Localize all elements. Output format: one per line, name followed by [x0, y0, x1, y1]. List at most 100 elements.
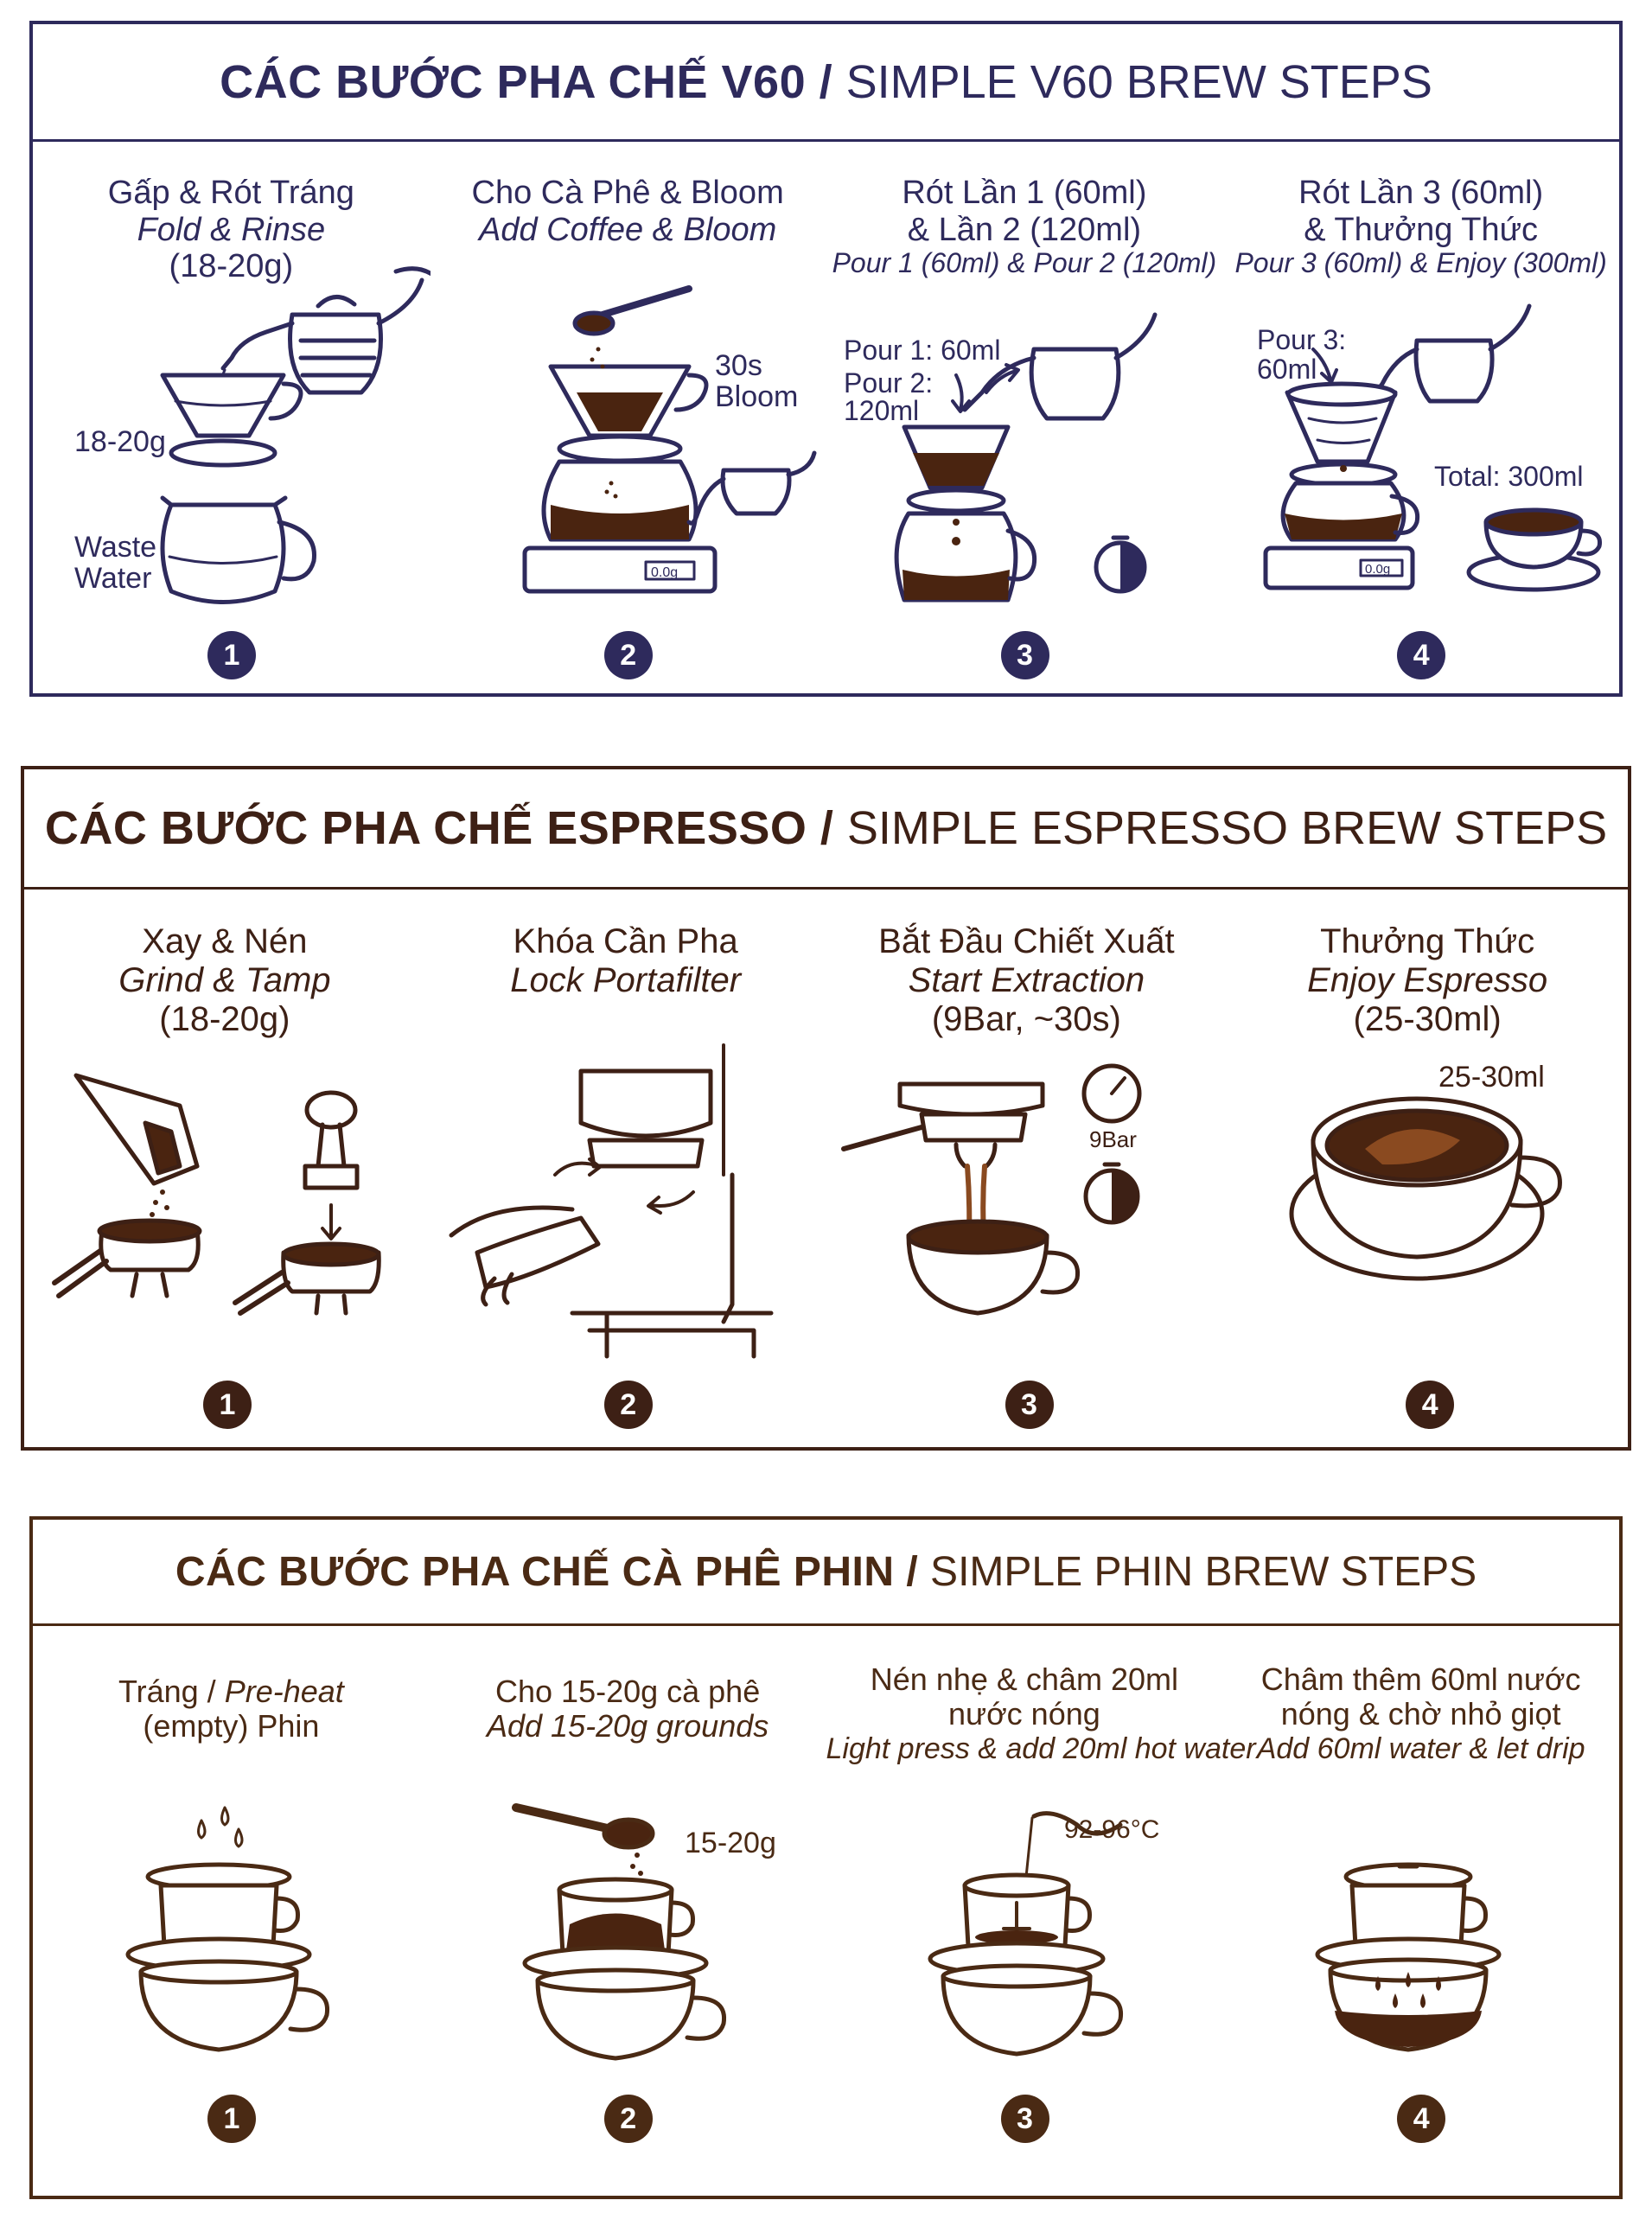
espresso-steps: Xay & Nén Grind & Tamp (18-20g) — [24, 890, 1628, 1447]
phin-step-1-vi-b: (empty) Phin — [143, 1708, 320, 1744]
phin-step-1-number: 1 — [207, 2095, 256, 2143]
phin-title-separator: / — [894, 1548, 931, 1595]
phin-step-3-vi-2: nước nóng — [947, 1696, 1100, 1732]
espresso-step-3: Bắt Đầu Chiết Xuất Start Extraction (9Ba… — [826, 890, 1228, 1447]
espresso-step-1: Xay & Nén Grind & Tamp (18-20g) — [24, 890, 425, 1447]
v60-pour3-label-1: Pour 3: — [1257, 324, 1346, 355]
phin-step-2-caption: Cho 15-20g cà phê Add 15-20g grounds — [430, 1674, 826, 1744]
phin-step-1-vi-a: Tráng / — [118, 1674, 225, 1709]
v60-dose-label: 18-20g — [74, 425, 166, 458]
espresso-step-2: Khóa Cần Pha Lock Portafilter — [425, 890, 826, 1447]
espresso-step-1-caption: Xay & Nén Grind & Tamp (18-20g) — [24, 922, 425, 1038]
v60-bloom-label: Bloom — [715, 380, 798, 413]
v60-step-3-caption: Rót Lần 1 (60ml) & Lần 2 (120ml) Pour 1 … — [826, 175, 1223, 279]
v60-step-1-extra: (18-20g) — [169, 248, 294, 285]
espresso-step-2-vi: Khóa Cần Pha — [513, 922, 738, 960]
v60-total-label: Total: 300ml — [1434, 461, 1584, 492]
espresso-step-4: Thưởng Thức Enjoy Espresso (25-30ml) 25-… — [1227, 890, 1628, 1447]
v60-title-separator: / — [806, 55, 846, 108]
phin-steps: Tráng / Pre-heat (empty) Phin — [33, 1626, 1619, 2196]
v60-step-2-number: 2 — [603, 631, 653, 679]
v60-step-3-vi-1: Rót Lần 1 (60ml) — [902, 175, 1147, 211]
v60-step-2-caption: Cho Cà Phê & Bloom Add Coffee & Bloom — [430, 175, 826, 248]
v60-step-4-vi-1: Rót Lần 3 (60ml) — [1298, 175, 1544, 211]
v60-step-3: Rót Lần 1 (60ml) & Lần 2 (120ml) Pour 1 … — [826, 142, 1223, 693]
espresso-step-4-number: 4 — [1406, 1381, 1455, 1429]
v60-step-2-en: Add Coffee & Bloom — [478, 211, 777, 248]
v60-fold-rinse-illustration: 18-20g Waste Water — [74, 266, 431, 604]
phin-step-3-number: 3 — [1000, 2095, 1049, 2143]
v60-enjoy-illustration: Pour 3: 60ml Total: 300ml 0.0g — [1257, 303, 1603, 592]
phin-step-3-vi-1: Nén nhẹ & châm 20ml — [870, 1661, 1178, 1697]
espresso-extraction-illustration: 9Bar — [840, 1063, 1141, 1316]
phin-panel: CÁC BƯỚC PHA CHẾ CÀ PHÊ PHIN / SIMPLE PH… — [29, 1516, 1623, 2199]
phin-header: CÁC BƯỚC PHA CHẾ CÀ PHÊ PHIN / SIMPLE PH… — [33, 1520, 1619, 1626]
v60-bloom-illustration: 30s Bloom 0.0g — [522, 285, 817, 594]
v60-pour2-label-1: Pour 2: — [844, 367, 933, 399]
v60-step-4: Rót Lần 3 (60ml) & Thưởng Thức Pour 3 (6… — [1222, 142, 1619, 693]
phin-step-3-en: Light press & add 20ml hot water — [826, 1731, 1256, 1765]
phin-step-4-vi-1: Châm thêm 60ml nước — [1260, 1661, 1581, 1697]
espresso-step-3-en: Start Extraction — [908, 960, 1145, 999]
phin-title-light: SIMPLE PHIN BREW STEPS — [930, 1548, 1477, 1595]
phin-step-4-number: 4 — [1397, 2095, 1446, 2143]
v60-pour-illustration: Pour 1: 60ml Pour 2: 120ml — [844, 312, 1157, 603]
espresso-step-3-caption: Bắt Đầu Chiết Xuất Start Extraction (9Ba… — [826, 922, 1228, 1038]
espresso-header: CÁC BƯỚC PHA CHẾ ESPRESSO / SIMPLE ESPRE… — [24, 769, 1628, 890]
espresso-step-2-number: 2 — [603, 1381, 653, 1429]
espresso-step-4-caption: Thưởng Thức Enjoy Espresso (25-30ml) — [1227, 922, 1628, 1038]
espresso-step-3-extra: (9Bar, ~30s) — [931, 999, 1121, 1038]
v60-step-3-vi-2: & Lần 2 (120ml) — [907, 211, 1142, 248]
v60-step-1-caption: Gấp & Rót Tráng Fold & Rinse (18-20g) — [33, 175, 430, 285]
phin-step-2-vi: Cho 15-20g cà phê — [495, 1674, 761, 1709]
espresso-lock-portafilter-illustration — [449, 1043, 774, 1359]
v60-header: CÁC BƯỚC PHA CHẾ V60 / SIMPLE V60 BREW S… — [33, 24, 1619, 142]
espresso-step-3-vi: Bắt Đầu Chiết Xuất — [878, 922, 1175, 960]
v60-step-1: Gấp & Rót Tráng Fold & Rinse (18-20g) — [33, 142, 431, 693]
phin-step-4-vi-2: nóng & chờ nhỏ giọt — [1280, 1696, 1561, 1732]
espresso-step-1-vi: Xay & Nén — [142, 922, 308, 960]
espresso-title-separator: / — [807, 802, 847, 854]
v60-pour3-label-2: 60ml — [1257, 354, 1317, 385]
espresso-step-4-extra: (25-30ml) — [1353, 999, 1502, 1038]
phin-step-3: Nén nhẹ & châm 20ml nước nóng Light pres… — [826, 1626, 1256, 2196]
v60-scale-readout-2: 0.0g — [1365, 562, 1390, 577]
v60-bloom-time: 30s — [715, 349, 762, 382]
v60-step-1-number: 1 — [207, 631, 256, 679]
v60-step-4-caption: Rót Lần 3 (60ml) & Thưởng Thức Pour 3 (6… — [1222, 175, 1619, 279]
v60-step-4-number: 4 — [1397, 631, 1446, 679]
phin-add-grounds-illustration: 15-20g — [511, 1803, 776, 2061]
phin-step-4: Châm thêm 60ml nước nóng & chờ nhỏ giọt … — [1222, 1626, 1619, 2196]
v60-step-1-en: Fold & Rinse — [137, 211, 326, 248]
v60-pour2-label-2: 120ml — [844, 395, 919, 426]
espresso-step-1-extra: (18-20g) — [159, 999, 290, 1038]
v60-waste-label-2: Water — [74, 562, 151, 595]
phin-title-bold: CÁC BƯỚC PHA CHẾ CÀ PHÊ PHIN — [175, 1548, 895, 1595]
phin-step-1: Tráng / Pre-heat (empty) Phin — [33, 1626, 430, 2196]
phin-drip-illustration — [1315, 1862, 1502, 2052]
phin-light-press-illustration: 92-96°C — [928, 1811, 1159, 2057]
v60-step-2-vi: Cho Cà Phê & Bloom — [471, 175, 784, 211]
v60-step-3-en: Pour 1 (60ml) & Pour 2 (120ml) — [832, 247, 1217, 279]
v60-title-bold: CÁC BƯỚC PHA CHẾ V60 — [220, 55, 807, 108]
espresso-grind-tamp-illustration — [52, 1073, 381, 1316]
phin-temp-label: 92-96°C — [1064, 1815, 1159, 1844]
espresso-step-4-vi: Thưởng Thức — [1320, 922, 1535, 960]
espresso-step-4-en: Enjoy Espresso — [1307, 960, 1548, 999]
phin-preheat-illustration — [125, 1806, 330, 2052]
espresso-enjoy-illustration: 25-30ml — [1289, 1061, 1563, 1281]
v60-step-2: Cho Cà Phê & Bloom Add Coffee & Bloom — [430, 142, 826, 693]
v60-scale-readout: 0.0g — [651, 565, 678, 580]
phin-step-4-caption: Châm thêm 60ml nước nóng & chờ nhỏ giọt … — [1222, 1661, 1619, 1765]
phin-step-1-caption: Tráng / Pre-heat (empty) Phin — [33, 1674, 430, 1744]
espresso-panel: CÁC BƯỚC PHA CHẾ ESPRESSO / SIMPLE ESPRE… — [21, 766, 1631, 1451]
phin-step-2: Cho 15-20g cà phê Add 15-20g grounds — [430, 1626, 826, 2196]
v60-step-1-vi: Gấp & Rót Tráng — [107, 175, 354, 211]
v60-step-4-en: Pour 3 (60ml) & Enjoy (300ml) — [1234, 247, 1607, 279]
phin-step-1-en-a: Pre-heat — [224, 1674, 344, 1709]
phin-step-2-en: Add 15-20g grounds — [487, 1708, 769, 1744]
espresso-volume-label: 25-30ml — [1438, 1061, 1545, 1094]
espresso-step-3-number: 3 — [1005, 1381, 1054, 1429]
phin-step-2-number: 2 — [603, 2095, 653, 2143]
v60-steps: Gấp & Rót Tráng Fold & Rinse (18-20g) — [33, 142, 1619, 693]
